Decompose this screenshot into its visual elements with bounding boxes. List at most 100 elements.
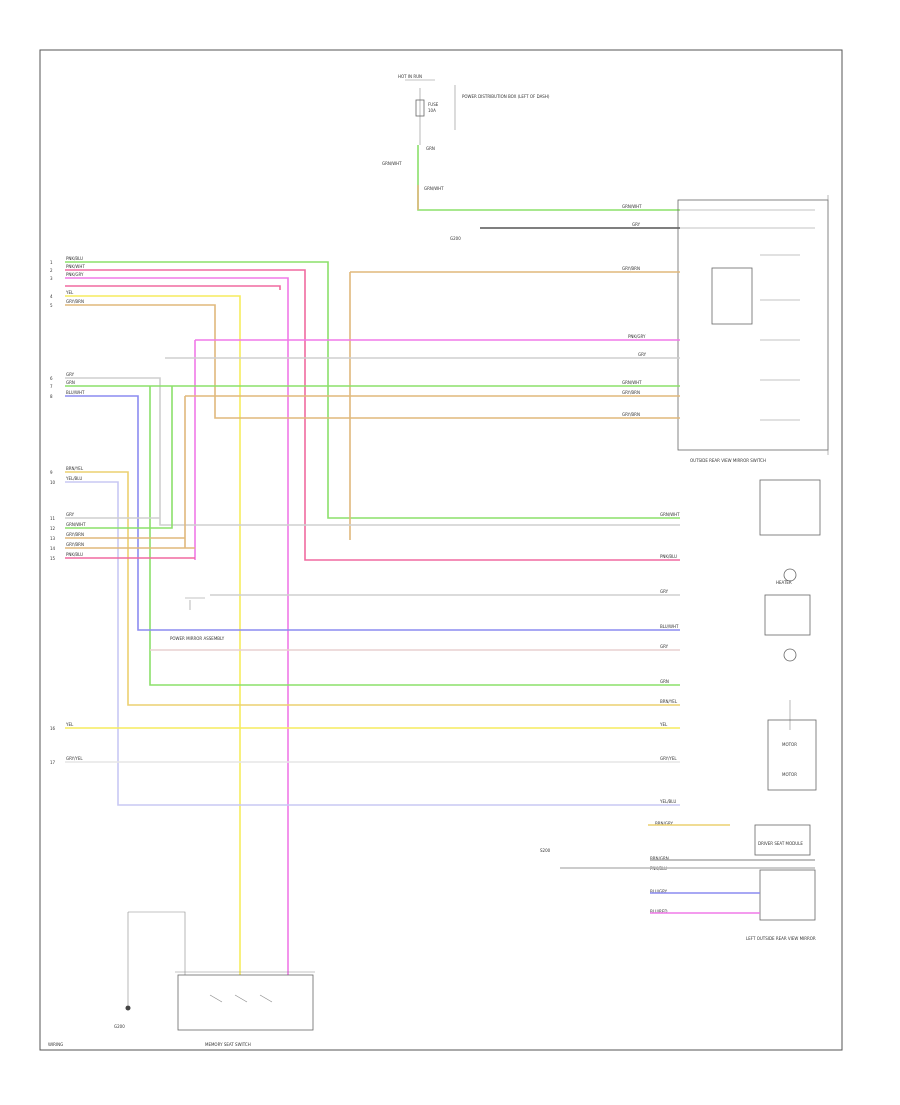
wire-label: GRN	[660, 679, 669, 684]
wire-label: BLU/WHT	[660, 624, 679, 629]
wire-4-yellow	[65, 295, 241, 975]
fuse-note: POWER DISTRIBUTION BOX (LEFT OF DASH)	[462, 94, 550, 99]
mirror-switch-title: OUTSIDE REAR VIEW MIRROR SWITCH	[690, 458, 766, 463]
wire-label: 11	[50, 516, 56, 521]
wire-10-yelblu	[65, 481, 680, 806]
wire-label: BLU/GRY	[650, 889, 668, 894]
wire-label: PNK/BLU	[66, 552, 83, 557]
ground-note: G200	[450, 236, 461, 241]
heater-label: HEATER	[776, 580, 792, 585]
wire-label: PNK/BLU	[660, 554, 677, 559]
wire-label: 4	[50, 294, 53, 299]
wire-12-green	[65, 386, 173, 529]
wire-label: YEL/BLU	[659, 799, 676, 804]
wire-label: BLU/RED	[650, 909, 667, 914]
wire-label: YEL	[65, 290, 74, 295]
fuse-amp: 10A	[428, 108, 436, 113]
fuse-label: FUSE	[428, 102, 439, 107]
wire-7-green-down	[149, 386, 680, 686]
splice-label: S200	[540, 848, 551, 853]
wire-label: GRN/WHT	[660, 512, 680, 517]
fuse-g-label: GRN	[426, 146, 435, 151]
ground-bottom-label: G200	[114, 1024, 125, 1029]
wire-8-blue	[65, 395, 680, 631]
wire-label: GRN/WHT	[622, 204, 642, 209]
wire-label: PNK/GRY	[628, 334, 646, 339]
wire-3-magenta	[65, 277, 289, 975]
wire-9-brnyel	[65, 471, 680, 706]
wire-label: 14	[50, 546, 56, 551]
motor-2-label: MOTOR	[782, 772, 797, 777]
wire-label: PNK/BLU	[66, 256, 83, 261]
wire-label: GRY/BRN	[622, 266, 640, 271]
memory-module-label: DRIVER SEAT MODULE	[758, 841, 803, 846]
wire-1-green	[65, 261, 680, 519]
wire-label: 16	[50, 726, 56, 731]
wire-5-orange	[65, 304, 680, 419]
wire-label: GRY/BRN	[66, 542, 84, 547]
wire-label: GRY/BRN	[66, 532, 84, 537]
wire-label: 9	[50, 470, 53, 475]
wire-label: YEL/BLU	[65, 476, 82, 481]
wire-label: 8	[50, 394, 53, 399]
fuse-wire-code: GRN/WHT	[424, 186, 444, 191]
wire-label: YEL	[65, 722, 74, 727]
wire-label: PNK/WHT	[66, 264, 85, 269]
fuse-box-label: HOT IN RUN	[398, 74, 422, 79]
wire-fuse-green	[417, 145, 680, 211]
wire-label: 10	[50, 480, 56, 485]
wire-label: 3	[50, 276, 53, 281]
wire-label: 6	[50, 376, 53, 381]
wire-label: 7	[50, 384, 53, 389]
right-labels: GRN/WHT GRY GRY/BRN PNK/GRY GRY GRN/WHT …	[622, 204, 680, 914]
right-lower-components: MOTOR MOTOR HEATER DRIVER SEAT MODULE LE…	[746, 479, 821, 941]
wire-label: BRN/YEL	[66, 466, 84, 471]
wire-label: 5	[50, 303, 53, 308]
seat-switch-label: MEMORY SEAT SWITCH	[205, 1042, 251, 1047]
page-footer-label: WIRING	[48, 1042, 63, 1047]
wire-label: PNK/GRY	[66, 272, 84, 277]
left-connectors: 1 2 3 4 5 PNK/BLU PNK/WHT PNK/GRY YEL GR…	[50, 256, 86, 765]
wire-label: 2	[50, 268, 53, 273]
wire-label: 13	[50, 536, 56, 541]
wire-label: GRY/YEL	[660, 756, 677, 761]
wire-label: GRN	[66, 380, 75, 385]
wire-1-pink	[65, 269, 680, 561]
wire-label: GRY	[638, 352, 647, 357]
wire-label: GRY/BRN	[622, 390, 640, 395]
wire-6-gray	[65, 377, 680, 526]
diagram-frame	[39, 49, 843, 1051]
power-mirror-label: POWER MIRROR ASSEMBLY	[170, 636, 225, 641]
wire-label: 15	[50, 556, 56, 561]
wire-label: 1	[50, 260, 53, 265]
fuse-assembly: HOT IN RUN FUSE 10A POWER DISTRIBUTION B…	[382, 74, 550, 191]
left-mirror-label: LEFT OUTSIDE REAR VIEW MIRROR	[746, 936, 816, 941]
wire-label: GRY	[66, 512, 75, 517]
wire-label: GRY	[66, 372, 75, 377]
wire-label: GRY	[660, 589, 669, 594]
wire-label: GRY	[632, 222, 641, 227]
fuse-symbol	[415, 99, 425, 117]
selector-switch	[711, 267, 753, 325]
fuse-g2-label: GRN/WHT	[382, 161, 402, 166]
wire-label: YEL	[659, 722, 668, 727]
wire-label: GRY/YEL	[66, 756, 83, 761]
wire-label: GRY/BRN	[66, 299, 84, 304]
wire-label: BRN/GRY	[655, 821, 673, 826]
wire-label: BLU/WHT	[66, 390, 85, 395]
mirror-switch-block: OUTSIDE REAR VIEW MIRROR SWITCH	[677, 195, 829, 463]
motor-1-label: MOTOR	[782, 742, 797, 747]
wire-2-pink	[65, 285, 281, 290]
wire-label: GRN/WHT	[622, 380, 642, 385]
wire-label: 12	[50, 526, 56, 531]
memory-seat-switch: G200 MEMORY SEAT SWITCH	[114, 911, 315, 1047]
wire-label: BRN/GRN	[650, 856, 669, 861]
wire-label: GRY	[660, 644, 669, 649]
wire-label: 17	[50, 760, 56, 765]
wire-label: GRY/BRN	[622, 412, 640, 417]
wire-label: BRN/YEL	[660, 699, 678, 704]
middle-module: POWER MIRROR ASSEMBLY	[170, 597, 225, 641]
wire-label: GRN/WHT	[66, 522, 86, 527]
